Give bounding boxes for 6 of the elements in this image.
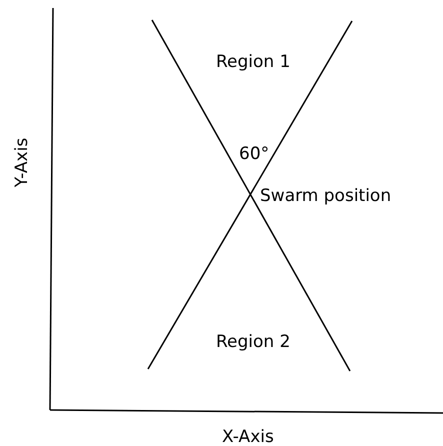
axis-label: X-Axis xyxy=(222,428,274,446)
axis-label: Y-Axis xyxy=(14,137,31,187)
region-label: Region 1 xyxy=(216,54,290,70)
angle-label: 60° xyxy=(239,146,270,162)
region-label: Region 2 xyxy=(216,334,290,350)
point-label: Swarm position xyxy=(260,188,392,204)
